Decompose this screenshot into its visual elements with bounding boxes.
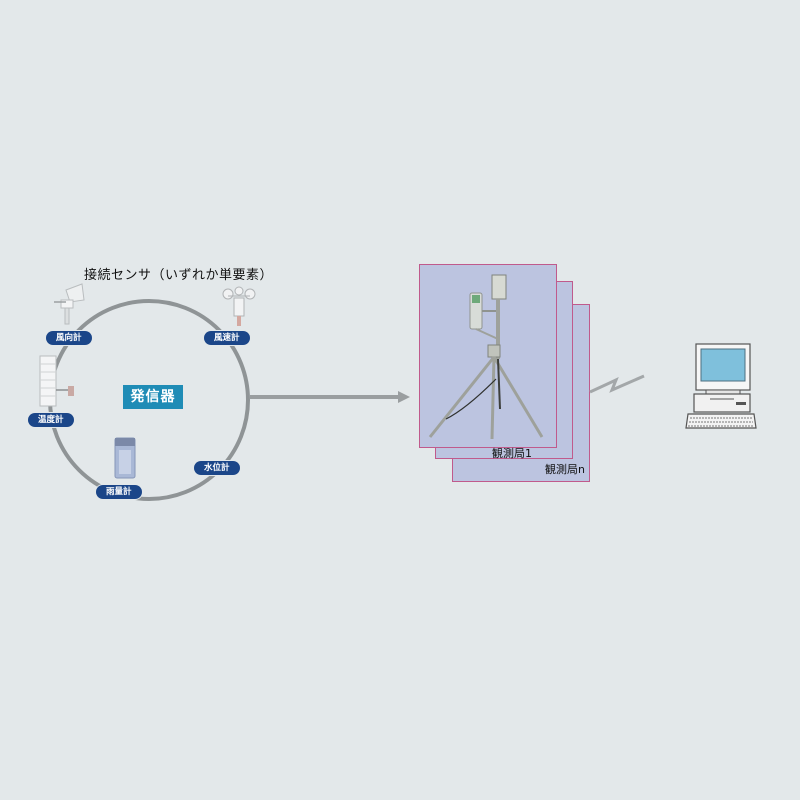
anemometer-icon [222,286,256,326]
connection-arrow [250,391,410,403]
station-card-1: 観測局1 [419,264,557,460]
tripod-station-icon [428,274,544,440]
sensor-label-wind-speed: 風速計 [204,331,250,345]
rain-gauge-icon [114,437,136,479]
computer-icon [685,343,757,429]
sensor-label-rainfall: 雨量計 [96,485,142,499]
sensor-label-wind-direction: 風向計 [46,331,92,345]
transmitter-box: 発信器 [123,385,183,409]
sensor-group-title: 接続センサ（いずれか単要素） [84,268,274,283]
wind-vane-icon [54,283,85,325]
sensor-label-water-level: 水位計 [194,461,240,475]
wireless-signal-icon [589,374,645,394]
thermometer-shelter-icon [39,355,74,407]
station-label-n: 観測局n [545,463,585,476]
sensor-label-temperature: 温度計 [28,413,74,427]
station-label-1: 観測局1 [492,447,532,460]
